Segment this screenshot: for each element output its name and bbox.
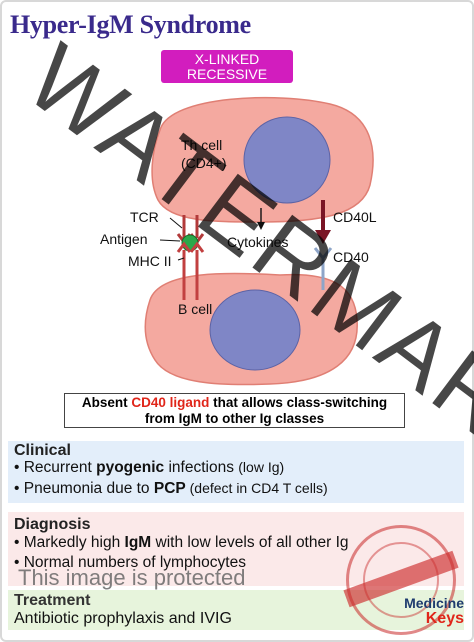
cd40l-label: CD40L [333, 209, 377, 225]
clinical-section: Clinical • Recurrent pyogenic infections… [8, 441, 464, 503]
caption-prefix: Absent [81, 395, 132, 410]
protected-seal [343, 525, 459, 635]
badge-line-2: RECESSIVE [186, 66, 268, 82]
caption-line-1: Absent CD40 ligand that allows class-swi… [65, 395, 404, 411]
diagnosis-bullet-2: • Normal numbers of lymphocytes [14, 554, 246, 571]
tcr-label: TCR [130, 209, 159, 225]
cytokines-arrowhead [257, 222, 265, 230]
mhc-label: MHC II [128, 253, 172, 269]
diagnosis-b1-bold: IgM [124, 534, 152, 551]
clinical-b1-pre: Recurrent [23, 459, 97, 476]
b-cell-nucleus [209, 289, 301, 371]
logo-line-1: Medicine [404, 595, 464, 611]
clinical-b2-small: (defect in CD4 T cells) [185, 480, 328, 496]
protected-overlay-text: This image is protected [18, 565, 246, 590]
clinical-b2-bold: PCP [153, 480, 186, 497]
inheritance-badge: X-LINKED RECESSIVE [161, 50, 293, 83]
caption-suffix: that allows class-switching [209, 395, 388, 410]
th-cell-label-2: (CD4+) [181, 155, 227, 171]
clinical-b1-bold: pyogenic [96, 459, 165, 476]
diagnosis-b2: Normal numbers of lymphocytes [23, 554, 246, 571]
clinical-bullet-2: • Pneumonia due to PCP (defect in CD4 T … [14, 480, 328, 497]
clinical-bullet-1: • Recurrent pyogenic infections (low Ig) [14, 459, 285, 476]
b-cell-label: B cell [178, 301, 212, 317]
page-title: Hyper-IgM Syndrome [10, 10, 251, 39]
th-cell-label-1: Th cell [181, 137, 222, 153]
th-cell-nucleus [243, 116, 331, 204]
clinical-b1-post: infections [164, 459, 239, 476]
mhc-arms [176, 241, 205, 253]
mhc-pointer [177, 257, 185, 261]
antigen-pointer [159, 239, 181, 242]
antigen-label: Antigen [100, 231, 147, 247]
caption-highlight: CD40 ligand [131, 395, 210, 410]
caption-line-2: from IgM to other Ig classes [144, 411, 325, 426]
badge-line-1: X-LINKED [194, 51, 260, 67]
clinical-b2-pre: Pneumonia due to [23, 480, 154, 497]
diagnosis-heading: Diagnosis [14, 516, 91, 533]
cd40l-head [315, 230, 331, 244]
caption-box: Absent CD40 ligand that allows class-swi… [64, 393, 405, 428]
cytokines-label: Cytokines [227, 234, 288, 250]
treatment-text: Antibiotic prophylaxis and IVIG [14, 610, 232, 627]
clinical-b1-small: (low Ig) [238, 459, 285, 475]
diagnosis-b1-pre: Markedly high [23, 534, 125, 551]
logo-line-2: Keys [425, 610, 464, 627]
diagnosis-b1-post: with low levels of all other Ig [151, 534, 349, 551]
cd40-label: CD40 [333, 249, 369, 265]
medicine-keys-logo: Medicine Keys [384, 595, 464, 627]
clinical-heading: Clinical [14, 442, 71, 459]
tcr-pointer [169, 217, 183, 229]
treatment-heading: Treatment [14, 592, 91, 609]
diagnosis-bullet-1: • Markedly high IgM with low levels of a… [14, 534, 349, 551]
seal-inner-ring [363, 542, 439, 618]
